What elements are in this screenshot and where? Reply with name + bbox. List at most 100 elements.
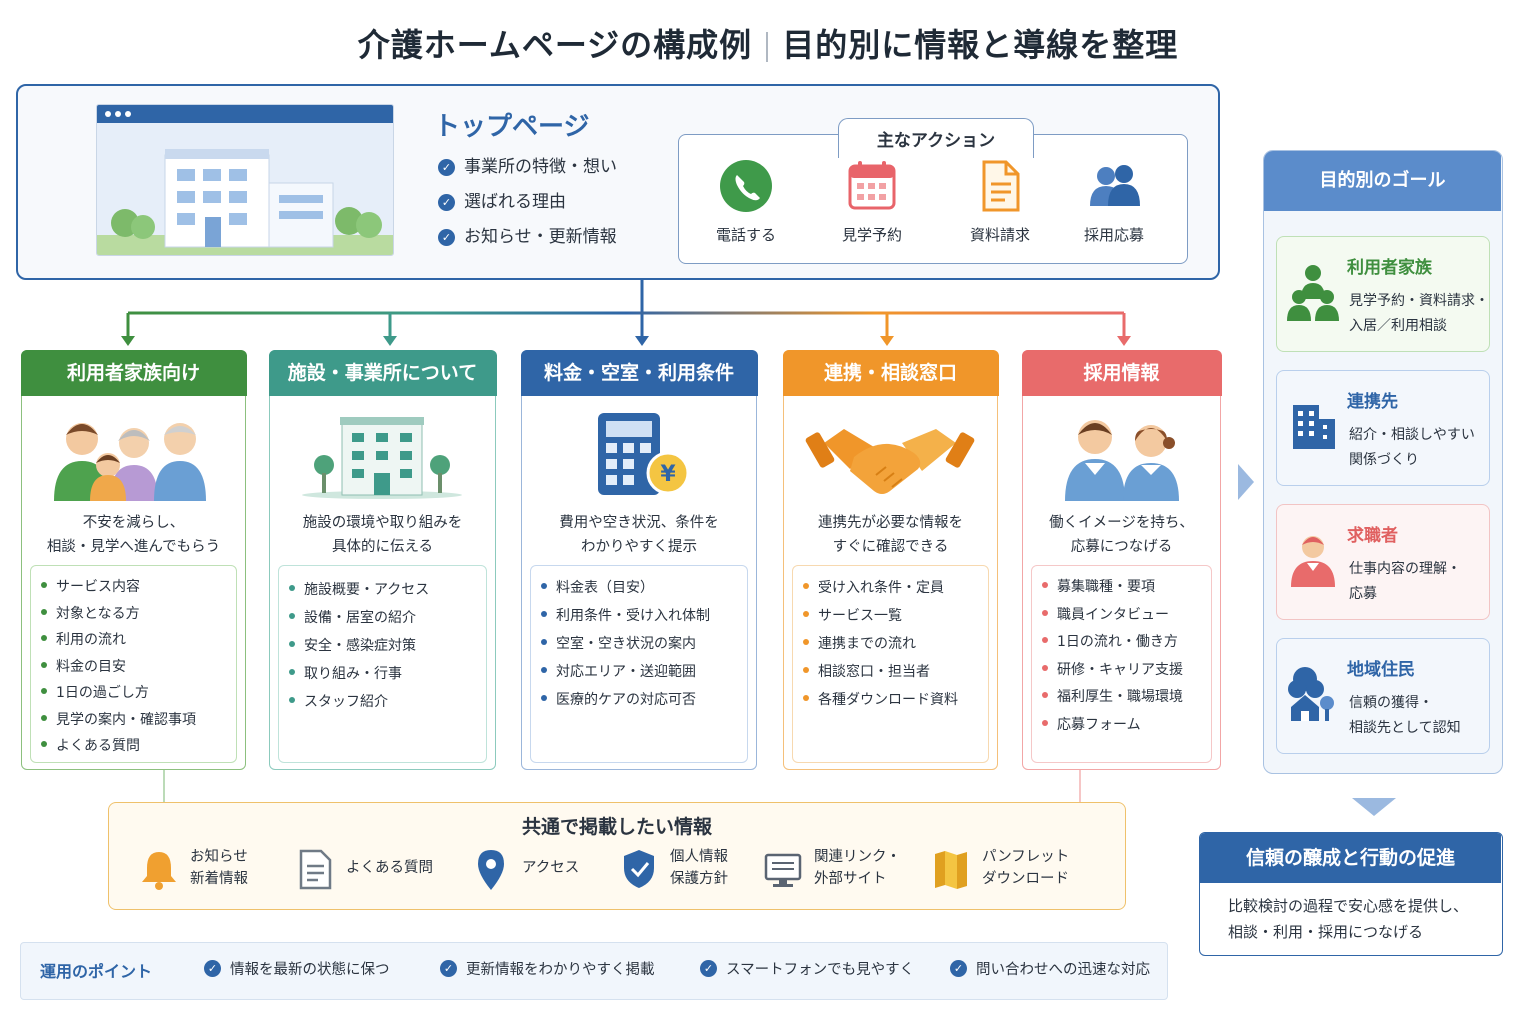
list-item: よくある質問	[41, 733, 236, 760]
browser-bar	[97, 105, 393, 123]
list-item: 1日の過ごし方	[41, 680, 236, 707]
list-item: 対象となる方	[41, 601, 236, 628]
list-item: 募集職種・要項	[1042, 574, 1211, 602]
list-item: 空室・空き状況の案内	[541, 630, 747, 658]
action-phone[interactable]: 電話する	[686, 158, 806, 245]
goal-partner: 連携先 紹介・相談しやすい関係づくり	[1276, 370, 1490, 486]
goals-title: 目的別のゴール	[1264, 151, 1501, 211]
column-partnership-title: 連携・相談窓口	[782, 349, 999, 396]
actions-title: 主なアクション	[876, 131, 996, 151]
list-item: 相談窓口・担当者	[803, 658, 988, 686]
goal-job-seeker: 求職者 仕事内容の理解・応募	[1276, 504, 1490, 620]
column-partnership: 連携・相談窓口 連携先が必要な情報をすぐに確認できる 受け入れ条件・定員 サービ…	[782, 349, 999, 770]
list-item: 安全・感染症対策	[289, 632, 486, 660]
title-left: 介護ホームページの構成例	[357, 26, 753, 64]
goal-family: 利用者家族 見学予約・資料請求・入居／利用相談	[1276, 236, 1490, 352]
check-icon: ✓	[438, 229, 455, 246]
phone-icon	[718, 158, 774, 214]
list-item: 料金表（目安）	[541, 574, 747, 602]
operation-point: ✓情報を最新の状態に保つ	[204, 958, 390, 979]
operation-point: ✓更新情報をわかりやすく掲載	[440, 958, 655, 979]
list-item: 料金の目安	[41, 654, 236, 681]
check-icon: ✓	[700, 960, 717, 977]
action-apply-job[interactable]: 採用応募	[1054, 158, 1174, 245]
goal-residents: 地域住民 信頼の獲得・相談先として認知	[1276, 638, 1490, 754]
list-item: 応募フォーム	[1042, 712, 1211, 740]
operation-point: ✓スマートフォンでも見やすく	[700, 958, 914, 979]
title-right: 目的別に情報と導線を整理	[782, 26, 1179, 64]
title-separator	[766, 32, 769, 62]
faq-document-icon	[299, 849, 332, 890]
pamphlet-icon	[935, 851, 967, 889]
common-info-title: 共通で掲載したい情報	[521, 816, 712, 838]
list-item: 医療的ケアの対応可否	[541, 686, 747, 714]
column-family-title: 利用者家族向け	[20, 349, 247, 396]
column-facility-desc: 施設の環境や取り組みを具体的に伝える	[302, 515, 463, 555]
column-family-desc: 不安を減らし、相談・見学へ進んでもらう	[46, 515, 221, 555]
column-pricing-title: 料金・空室・利用条件	[520, 349, 758, 396]
check-icon: ✓	[950, 960, 967, 977]
down-arrow-icon	[1352, 798, 1396, 816]
column-partnership-desc: 連携先が必要な情報をすぐに確認できる	[818, 515, 963, 555]
list-item: 見学の案内・確認事項	[41, 707, 236, 734]
list-item: 利用条件・受け入れ体制	[541, 602, 747, 630]
common-info-panel	[108, 802, 1126, 910]
list-item: 受け入れ条件・定員	[803, 574, 988, 602]
top-page-title: トップページ	[434, 112, 590, 142]
column-pricing-list: 料金表（目安） 利用条件・受け入れ体制 空室・空き状況の案内 対応エリア・送迎範…	[530, 565, 748, 763]
check-icon: ✓	[440, 960, 457, 977]
top-page-item: ✓お知らせ・更新情報	[438, 224, 617, 259]
list-item: 利用の流れ	[41, 627, 236, 654]
check-icon: ✓	[438, 159, 455, 176]
job-seeker-icon	[1291, 536, 1335, 587]
calendar-icon	[844, 158, 900, 214]
handshake-icon	[784, 409, 997, 503]
trust-panel: 信頼の醸成と行動の促進 比較検討の過程で安心感を提供し、相談・利用・採用につなげ…	[1199, 832, 1503, 956]
calculator-yen-icon: ¥	[522, 409, 756, 503]
column-family-list: サービス内容 対象となる方 利用の流れ 料金の目安 1日の過ごし方 見学の案内・…	[30, 565, 237, 763]
list-item: 連携までの流れ	[803, 630, 988, 658]
column-partnership-list: 受け入れ条件・定員 サービス一覧 連携までの流れ 相談窓口・担当者 各種ダウンロ…	[792, 565, 989, 763]
building-icon	[1293, 405, 1335, 449]
staff-icon	[1023, 409, 1220, 503]
family-icon	[22, 409, 245, 503]
facility-icon	[270, 409, 495, 503]
column-facility: 施設・事業所について 施設の環境や取り組みを具体的に伝える 施設概要・アクセス …	[268, 349, 497, 770]
list-item: 研修・キャリア支援	[1042, 657, 1211, 685]
list-item: 取り組み・行事	[289, 660, 486, 688]
column-family: 利用者家族向け 不安を減らし、相談・見学へ進んでもらう サービス内容 対象となる…	[20, 349, 247, 770]
list-item: 各種ダウンロード資料	[803, 686, 988, 714]
column-pricing-desc: 費用や空き状況、条件をわかりやすく提示	[559, 515, 719, 555]
monitor-icon	[764, 853, 802, 887]
page-title: 介護ホームページの構成例目的別に情報と導線を整理	[0, 20, 1536, 66]
bell-icon	[142, 852, 176, 890]
column-recruitment-list: 募集職種・要項 職員インタビュー 1日の流れ・働き方 研修・キャリア支援 福利厚…	[1031, 565, 1212, 763]
column-recruitment: 採用情報 働くイメージを持ち、応募につなげる 募集職種・要項 職員インタビュー …	[1021, 349, 1222, 770]
check-icon: ✓	[204, 960, 221, 977]
list-item: 職員インタビュー	[1042, 602, 1211, 630]
column-facility-title: 施設・事業所について	[268, 349, 497, 396]
location-pin-icon	[478, 850, 504, 890]
svg-text:¥: ¥	[660, 462, 676, 487]
action-request-materials[interactable]: 資料請求	[940, 158, 1060, 245]
house-tree-icon	[1288, 667, 1334, 721]
list-item: スタッフ紹介	[289, 688, 486, 716]
shield-check-icon	[624, 850, 654, 888]
actions-tab	[838, 118, 1034, 158]
right-arrow-icon	[1238, 464, 1254, 500]
action-visit-booking[interactable]: 見学予約	[812, 158, 932, 245]
family-group-icon	[1287, 265, 1339, 321]
top-page-item: ✓事業所の特徴・想い	[438, 154, 617, 189]
document-icon	[972, 158, 1028, 214]
people-icon	[1086, 158, 1142, 214]
trust-title: 信頼の醸成と行動の促進	[1200, 833, 1501, 883]
column-recruitment-title: 採用情報	[1021, 349, 1222, 396]
building-illustration-icon	[97, 123, 393, 255]
list-item: サービス一覧	[803, 602, 988, 630]
column-recruitment-desc: 働くイメージを持ち、応募につなげる	[1049, 515, 1194, 555]
column-pricing: 料金・空室・利用条件 ¥ 費用や空き状況、条件をわかりやすく提示 料金表（目安）…	[520, 349, 758, 770]
list-item: 1日の流れ・働き方	[1042, 629, 1211, 657]
list-item: 福利厚生・職場環境	[1042, 684, 1211, 712]
column-facility-list: 施設概要・アクセス 設備・居室の紹介 安全・感染症対策 取り組み・行事 スタッフ…	[278, 565, 487, 763]
